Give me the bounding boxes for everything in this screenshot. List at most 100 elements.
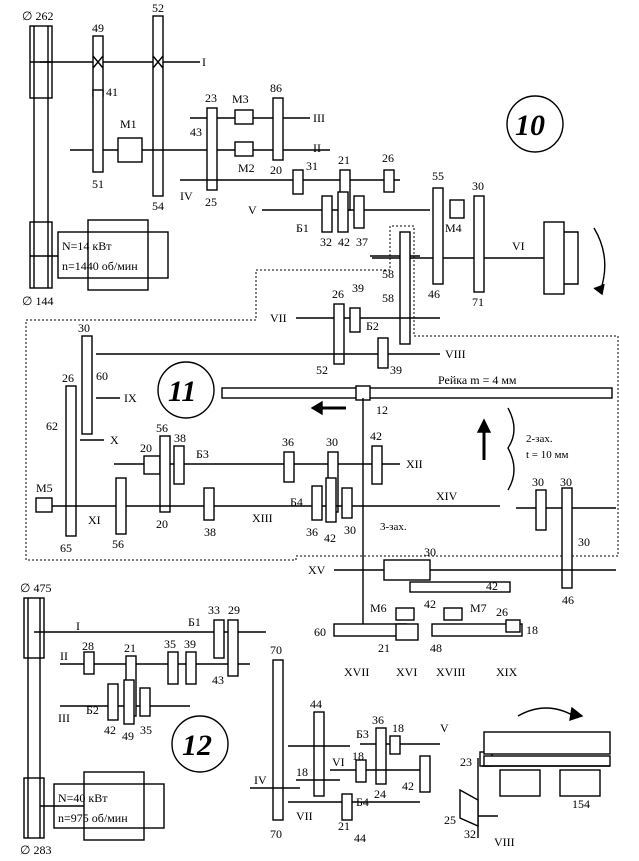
svg-text:11: 11	[168, 375, 196, 408]
svg-text:М2: М2	[238, 161, 255, 175]
svg-text:Б4: Б4	[290, 495, 303, 509]
rack	[221, 387, 613, 399]
svg-text:20: 20	[270, 163, 282, 177]
svg-text:30: 30	[326, 435, 338, 449]
svg-text:М5: М5	[36, 481, 53, 495]
motor-top-power: N=14 кВт	[62, 239, 112, 253]
scheme-12-badge	[171, 715, 229, 773]
svg-text:21: 21	[338, 819, 350, 833]
coupling-M7	[443, 607, 463, 621]
svg-text:М6: М6	[370, 601, 387, 615]
svg-text:21: 21	[124, 641, 136, 655]
svg-text:46: 46	[562, 593, 574, 607]
table-rotation-arrow	[517, 707, 575, 717]
svg-text:154: 154	[572, 797, 590, 811]
svg-text:70: 70	[270, 827, 282, 841]
coupling-M6	[395, 607, 415, 621]
svg-text:41: 41	[106, 85, 118, 99]
svg-text:36: 36	[306, 525, 318, 539]
svg-text:62: 62	[46, 419, 58, 433]
svg-text:М1: М1	[120, 117, 137, 131]
scheme-12: ∅ 475 ∅ 283 N=40 кВт n=975 об/мин I II I…	[20, 581, 611, 857]
svg-text:IV: IV	[180, 189, 193, 203]
svg-text:42: 42	[486, 579, 498, 593]
svg-text:30: 30	[344, 523, 356, 537]
svg-text:29: 29	[228, 603, 240, 617]
svg-text:IX: IX	[124, 391, 137, 405]
svg-text:44: 44	[354, 831, 366, 845]
svg-text:42: 42	[338, 235, 350, 249]
svg-text:Б3: Б3	[196, 447, 209, 461]
svg-text:56: 56	[112, 537, 124, 551]
svg-text:30: 30	[560, 475, 572, 489]
svg-text:V: V	[248, 203, 257, 217]
svg-text:30: 30	[578, 535, 590, 549]
svg-text:43: 43	[212, 673, 224, 687]
chuck	[543, 221, 565, 295]
table	[483, 731, 611, 755]
svg-text:Б1: Б1	[188, 615, 201, 629]
svg-text:∅ 283: ∅ 283	[20, 843, 51, 857]
scheme-10: ∅ 262 ∅ 144 N=14 кВт n=1440 об/мин I 49 …	[22, 1, 606, 309]
svg-text:46: 46	[428, 287, 440, 301]
svg-text:Б3: Б3	[356, 727, 369, 741]
svg-text:N=40 кВт: N=40 кВт	[58, 791, 108, 805]
svg-text:42: 42	[424, 597, 436, 611]
svg-text:VIII: VIII	[494, 835, 515, 849]
worm-2	[507, 407, 515, 491]
svg-text:26: 26	[496, 605, 508, 619]
svg-text:n=975 об/мин: n=975 об/мин	[58, 811, 128, 825]
svg-text:31: 31	[306, 159, 318, 173]
svg-text:26: 26	[62, 371, 74, 385]
svg-text:21: 21	[338, 153, 350, 167]
coupling-M4	[449, 199, 465, 219]
motor-top-speed: n=1440 об/мин	[62, 259, 138, 273]
svg-text:I: I	[202, 55, 206, 69]
svg-text:60: 60	[314, 625, 326, 639]
worm-3	[383, 559, 431, 581]
coupling-M5	[35, 497, 53, 513]
svg-text:II: II	[60, 649, 68, 663]
svg-text:42: 42	[324, 531, 336, 545]
svg-text:42: 42	[370, 429, 382, 443]
svg-text:XVIII: XVIII	[436, 665, 465, 679]
svg-text:86: 86	[270, 81, 282, 95]
svg-text:49: 49	[92, 21, 104, 35]
svg-text:I: I	[76, 619, 80, 633]
svg-text:18: 18	[352, 749, 364, 763]
svg-text:21: 21	[378, 641, 390, 655]
svg-text:t = 10 мм: t = 10 мм	[526, 449, 568, 461]
svg-text:23: 23	[205, 91, 217, 105]
svg-text:65: 65	[60, 541, 72, 555]
svg-text:32: 32	[320, 235, 332, 249]
svg-text:М3: М3	[232, 92, 249, 106]
svg-text:М4: М4	[445, 221, 462, 235]
svg-text:52: 52	[316, 363, 328, 377]
svg-text:XIII: XIII	[252, 511, 273, 525]
pulley-475	[23, 597, 45, 659]
svg-text:18: 18	[296, 765, 308, 779]
svg-text:36: 36	[372, 713, 384, 727]
svg-text:39: 39	[184, 637, 196, 651]
svg-text:25: 25	[205, 195, 217, 209]
svg-text:28: 28	[82, 639, 94, 653]
pulley-262-label: ∅ 262	[22, 9, 53, 23]
svg-text:55: 55	[432, 169, 444, 183]
svg-text:54: 54	[152, 199, 164, 213]
svg-text:Б2: Б2	[366, 319, 379, 333]
svg-text:12: 12	[376, 403, 388, 417]
svg-text:60: 60	[96, 369, 108, 383]
svg-text:12: 12	[182, 729, 212, 762]
svg-text:20: 20	[156, 517, 168, 531]
svg-text:VI: VI	[332, 755, 345, 769]
svg-text:51: 51	[92, 177, 104, 191]
svg-text:Б2: Б2	[86, 703, 99, 717]
svg-text:39: 39	[352, 281, 364, 295]
svg-text:XVII: XVII	[344, 665, 369, 679]
rack-label: Рейка m = 4 мм	[438, 373, 517, 387]
svg-text:VII: VII	[296, 809, 313, 823]
svg-text:58: 58	[382, 267, 394, 281]
svg-text:42: 42	[104, 723, 116, 737]
svg-text:3-зах.: 3-зах.	[380, 521, 407, 533]
svg-text:25: 25	[444, 813, 456, 827]
